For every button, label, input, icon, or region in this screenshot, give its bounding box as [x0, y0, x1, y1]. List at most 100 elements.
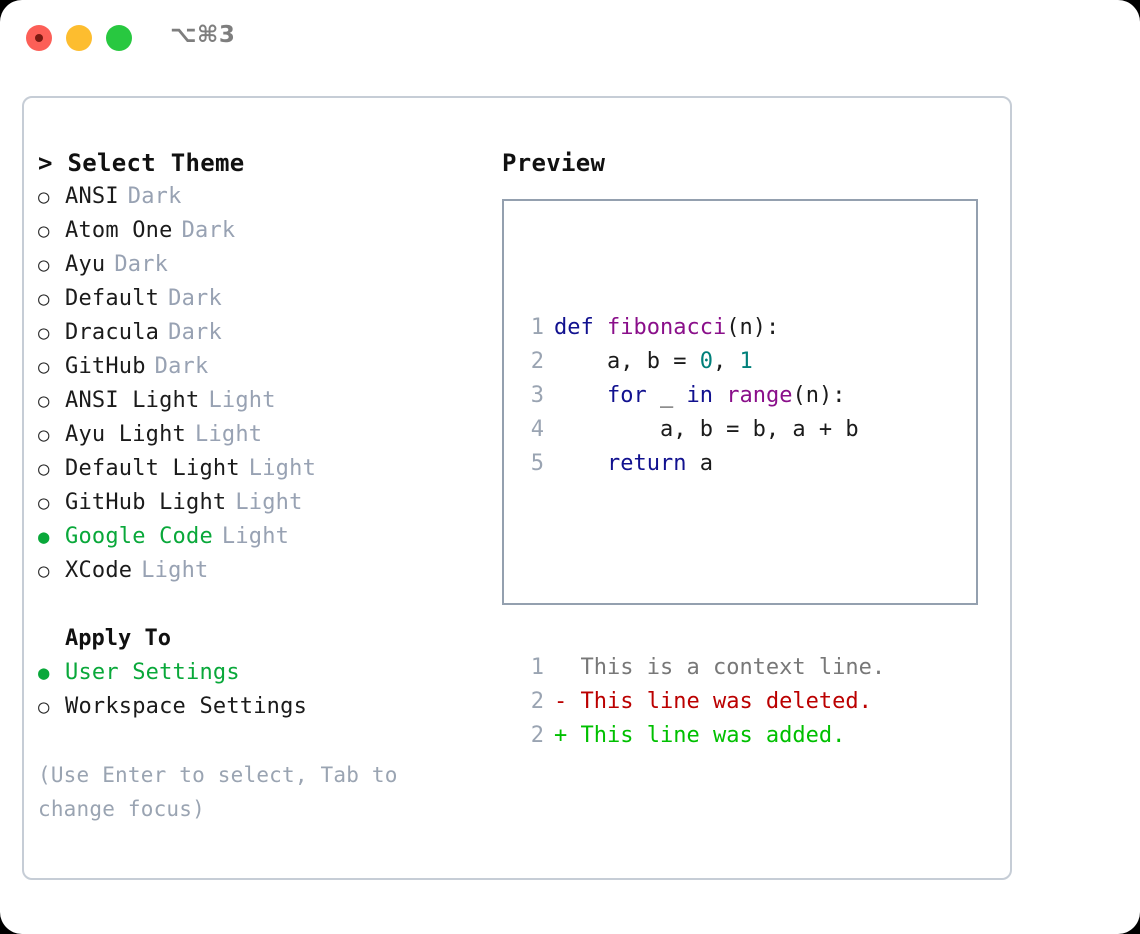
theme-option-github-light[interactable]: ○ GitHub Light Light	[38, 486, 478, 520]
theme-option-label: ANSI	[65, 184, 119, 209]
theme-option-label: Dracula	[65, 320, 160, 345]
radio-selected-icon: ●	[38, 526, 50, 548]
keyboard-hint-text: (Use Enter to select, Tab to change focu…	[38, 763, 398, 821]
close-window-button[interactable]	[26, 25, 52, 51]
apply-to-option-user-settings[interactable]: ●User Settings	[38, 656, 478, 690]
code-line: 3 for _ in range(n):	[518, 379, 885, 413]
diff-marker-ctx	[554, 655, 581, 680]
apply-to-heading: Apply To	[65, 626, 171, 651]
code-token-kw: def	[554, 315, 594, 340]
diff-sample: 1 This is a context line.2- This line wa…	[518, 651, 885, 753]
radio-unselected-icon: ○	[38, 696, 50, 718]
apply-to-option-list: ●User Settings ○ Workspace Settings	[38, 656, 478, 724]
apply-to-option-label: User Settings	[65, 660, 240, 685]
apply-to-option-label: Workspace Settings	[65, 694, 308, 719]
theme-option-tag: Light	[235, 490, 303, 515]
diff-marker-del: -	[554, 689, 581, 714]
theme-option-tag: Dark	[181, 218, 236, 243]
theme-option-tag: Light	[208, 388, 276, 413]
line-number: 2	[530, 349, 544, 374]
code-token-plain: (n):	[792, 383, 846, 408]
radio-unselected-icon: ○	[38, 424, 50, 446]
theme-option-label: Atom One	[65, 218, 173, 243]
theme-option-ayu[interactable]: ○ Ayu Dark	[38, 248, 478, 282]
keyboard-shortcut-label: ⌥⌘3	[170, 22, 236, 48]
diff-text: This is a context line.	[580, 655, 886, 680]
theme-option-atom-one[interactable]: ○ Atom One Dark	[38, 214, 478, 248]
code-token-plain: (n):	[726, 315, 780, 340]
theme-option-label: Default	[65, 286, 160, 311]
diff-line-add: 2+ This line was added.	[518, 719, 885, 753]
theme-option-ansi[interactable]: ○ ANSI Dark	[38, 180, 478, 214]
code-token-plain	[554, 451, 607, 476]
title-bar: ⌥⌘3	[0, 0, 1140, 78]
theme-option-ayu-light[interactable]: ○ Ayu Light Light	[38, 418, 478, 452]
radio-unselected-icon: ○	[38, 492, 50, 514]
theme-option-tag: Dark	[168, 286, 222, 311]
code-token-plain	[594, 315, 607, 340]
code-token-plain: _	[646, 383, 687, 408]
theme-option-tag: Dark	[114, 252, 169, 277]
radio-unselected-icon: ○	[38, 220, 50, 242]
theme-option-ansi-light[interactable]: ○ ANSI Light Light	[38, 384, 478, 418]
code-line: 2 a, b = 0, 1	[518, 345, 885, 379]
select-theme-heading: > Select Theme	[38, 149, 245, 177]
theme-option-tag: Dark	[168, 320, 222, 345]
theme-option-label: GitHub	[65, 354, 146, 379]
code-token-num: 0	[699, 349, 713, 374]
list-spacer	[38, 588, 478, 622]
theme-option-label: XCode	[65, 558, 133, 583]
theme-option-label: Google Code	[65, 524, 213, 549]
code-token-kw: in	[686, 383, 713, 408]
theme-option-label: Default Light	[65, 456, 240, 481]
line-number: 1	[530, 655, 544, 680]
apply-to-option-workspace-settings[interactable]: ○ Workspace Settings	[38, 690, 478, 724]
theme-option-tag: Light	[248, 456, 317, 481]
theme-option-tag: Dark	[127, 184, 182, 209]
theme-option-xcode[interactable]: ○ XCode Light	[38, 554, 478, 588]
line-number: 1	[530, 315, 544, 340]
preview-heading: Preview	[502, 149, 606, 177]
diff-line-ctx: 1 This is a context line.	[518, 651, 885, 685]
code-token-kw: for	[606, 383, 647, 408]
theme-option-tag: Light	[195, 422, 263, 447]
traffic-lights	[26, 25, 132, 51]
radio-unselected-icon: ○	[38, 458, 50, 480]
minimize-window-button[interactable]	[66, 25, 92, 51]
theme-option-label: Ayu	[65, 252, 106, 277]
code-token-kw: return	[606, 451, 687, 476]
radio-unselected-icon: ○	[38, 560, 50, 582]
theme-option-default-light[interactable]: ○ Default Light Light	[38, 452, 478, 486]
line-number: 2	[530, 689, 544, 714]
theme-option-label: GitHub Light	[65, 490, 227, 515]
maximize-window-button[interactable]	[106, 25, 132, 51]
code-token-plain: a, b = b, a + b	[554, 417, 859, 442]
code-token-plain	[713, 383, 726, 408]
code-token-num: 1	[739, 349, 753, 374]
theme-option-default[interactable]: ○ Default Dark	[38, 282, 478, 316]
line-number: 4	[530, 417, 544, 442]
code-diff-gap	[518, 549, 885, 583]
code-line: 4 a, b = b, a + b	[518, 413, 885, 447]
theme-option-tag: Light	[141, 558, 209, 583]
radio-unselected-icon: ○	[38, 288, 50, 310]
code-token-plain: a, b =	[554, 349, 700, 374]
theme-option-label: ANSI Light	[65, 388, 200, 413]
line-number: 3	[530, 383, 544, 408]
theme-option-label: Ayu Light	[65, 422, 187, 447]
line-number: 2	[530, 723, 544, 748]
code-token-plain: a	[686, 451, 713, 476]
radio-unselected-icon: ○	[38, 356, 50, 378]
radio-unselected-icon: ○	[38, 186, 50, 208]
radio-unselected-icon: ○	[38, 254, 50, 276]
code-token-plain: ,	[712, 349, 740, 374]
radio-unselected-icon: ○	[38, 390, 50, 412]
line-number: 5	[530, 451, 544, 476]
